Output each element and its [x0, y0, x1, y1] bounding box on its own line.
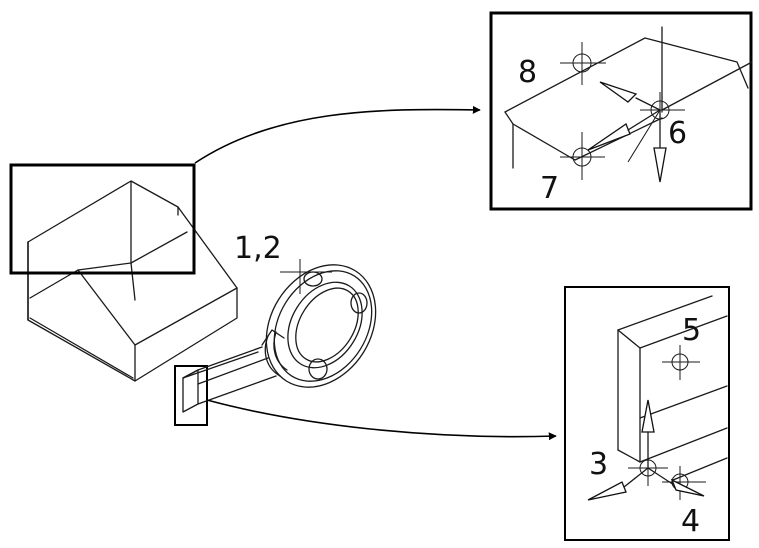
ring-handle-bottom — [308, 358, 328, 380]
arrow-to-top-detail — [194, 105, 481, 164]
cone-arrow-6 — [653, 147, 667, 183]
label-3: 3 — [589, 447, 608, 482]
label-8: 8 — [518, 55, 537, 90]
point-7-marker — [560, 132, 605, 180]
crosshair-1-2 — [280, 259, 332, 294]
highlight-frame-top — [9, 163, 196, 275]
ring-handle-top — [303, 271, 323, 287]
cone-arrow-3 — [587, 481, 627, 501]
detail-frame-bottom — [564, 286, 730, 541]
highlight-frame-small — [174, 365, 208, 426]
label-6: 6 — [668, 116, 687, 151]
detail-panel-bottom — [564, 286, 730, 541]
label-1-2: 1,2 — [234, 231, 282, 266]
point-5-marker — [662, 345, 700, 380]
main-object — [27, 180, 238, 382]
detail-frame-top — [489, 11, 753, 211]
label-5: 5 — [682, 313, 701, 348]
ring-assembly — [261, 259, 377, 388]
label-4: 4 — [681, 504, 700, 539]
point-8-marker — [560, 42, 606, 85]
arrow-to-bottom-detail — [206, 399, 557, 441]
cone-arrow-8 — [599, 81, 638, 103]
cone-arrow-7 — [587, 123, 631, 151]
detail-panel-top — [489, 11, 753, 211]
ring-handle-right — [350, 292, 368, 314]
beam-part — [174, 346, 277, 426]
label-7: 7 — [540, 171, 559, 206]
